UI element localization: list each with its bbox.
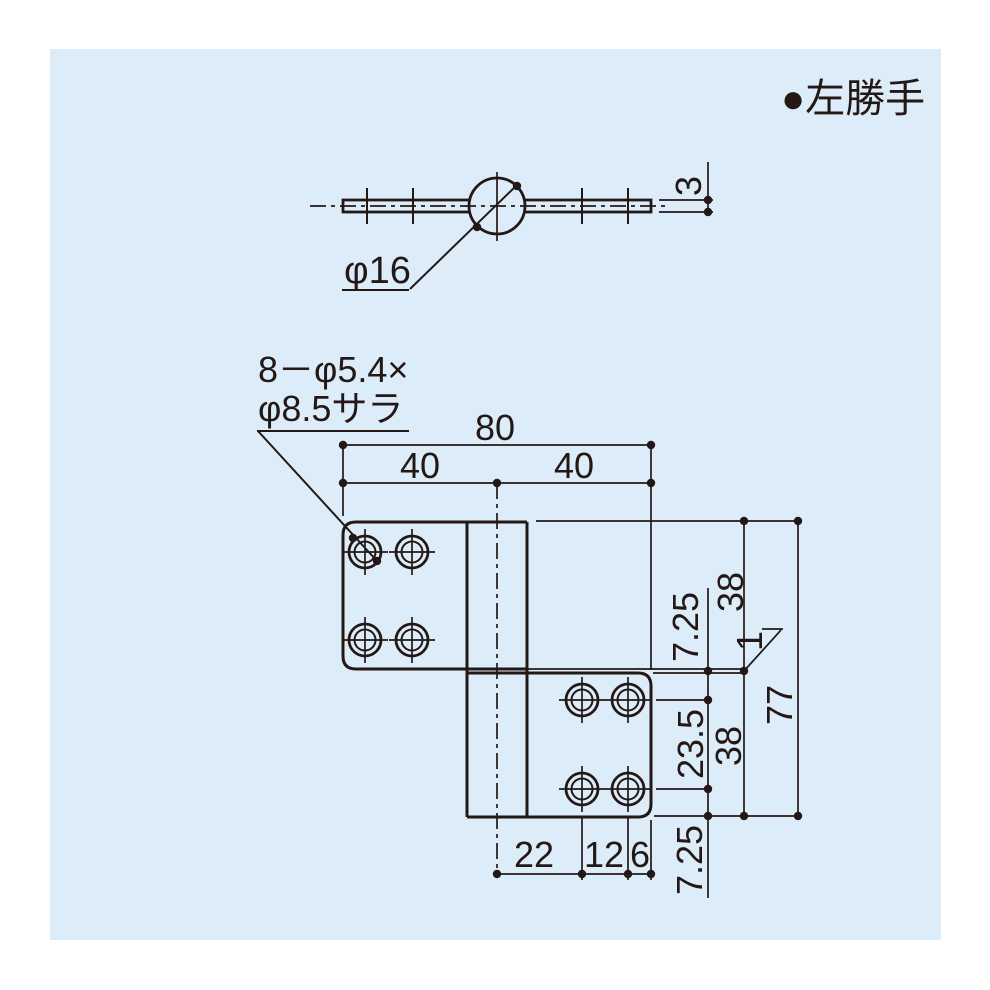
dim-22-label: 22	[514, 834, 554, 875]
handing-note-label: ●左勝手	[781, 77, 925, 121]
dim-dot	[646, 478, 656, 488]
plan-view: 80 40 40 8－φ5.4× φ8.5サラ	[257, 349, 803, 898]
dim-dot	[338, 440, 348, 450]
dim-6-label: 6	[630, 834, 650, 875]
dim-dot	[703, 195, 713, 205]
dim-dot	[793, 811, 803, 821]
height-dimensions: 7.25 38 1 77 23.5 38 7.25	[528, 516, 803, 898]
dim-38-top-label: 38	[710, 572, 751, 612]
dim-23-5-label: 23.5	[670, 709, 711, 779]
dim-dot	[703, 811, 713, 821]
pin-diameter-leader	[409, 183, 519, 290]
side-view: φ16 3	[310, 162, 713, 292]
dim-80-label: 80	[475, 407, 515, 448]
dim-40-left-label: 40	[400, 445, 440, 486]
dim-dot	[646, 869, 656, 879]
gap-leader	[743, 629, 782, 672]
bottom-dimensions: 22 12 6	[492, 818, 656, 880]
dim-dot	[739, 811, 749, 821]
dim-40-right-label: 40	[554, 445, 594, 486]
dim-dot	[739, 516, 749, 526]
pin-diameter-label: φ16	[344, 250, 411, 292]
dim-dot	[338, 478, 348, 488]
dim-dot	[703, 666, 713, 676]
screw-hole	[559, 766, 605, 812]
upper-leaf-outline	[341, 520, 527, 671]
screw-hole	[389, 617, 435, 663]
dim-dot	[703, 784, 713, 794]
lower-leaf-outline	[467, 671, 653, 819]
dim-dot	[703, 695, 713, 705]
dim-dot	[492, 869, 502, 879]
dim-dot	[623, 869, 633, 879]
dim-dot	[793, 516, 803, 526]
screw-hole	[605, 766, 652, 812]
width-dimensions: 80 40 40	[338, 407, 656, 670]
screw-hole	[559, 677, 605, 723]
screw-hole	[342, 617, 388, 663]
screw-hole	[342, 529, 388, 575]
leader-dot	[472, 222, 482, 232]
dim-77-label: 77	[759, 685, 800, 725]
dim-38-bottom-label: 38	[708, 726, 749, 766]
screw-hole	[389, 529, 435, 575]
leader-dot	[512, 181, 522, 191]
holes-spec-label: 8－φ5.4× φ8.5サラ	[257, 349, 409, 566]
thickness-dim-label: 3	[668, 176, 709, 196]
holes-spec-line2: φ8.5サラ	[258, 388, 403, 429]
dim-1-gap-label: 1	[729, 631, 770, 651]
dim-dot	[646, 440, 656, 450]
dim-7-25-bottom-label: 7.25	[669, 825, 710, 895]
screw-hole	[605, 677, 652, 723]
dim-dot	[703, 207, 713, 217]
dim-7-25-top-label: 7.25	[665, 592, 706, 662]
holes-spec-line1: 8－φ5.4×	[258, 349, 408, 390]
dim-dot	[577, 869, 587, 879]
dim-12-label: 12	[584, 834, 624, 875]
